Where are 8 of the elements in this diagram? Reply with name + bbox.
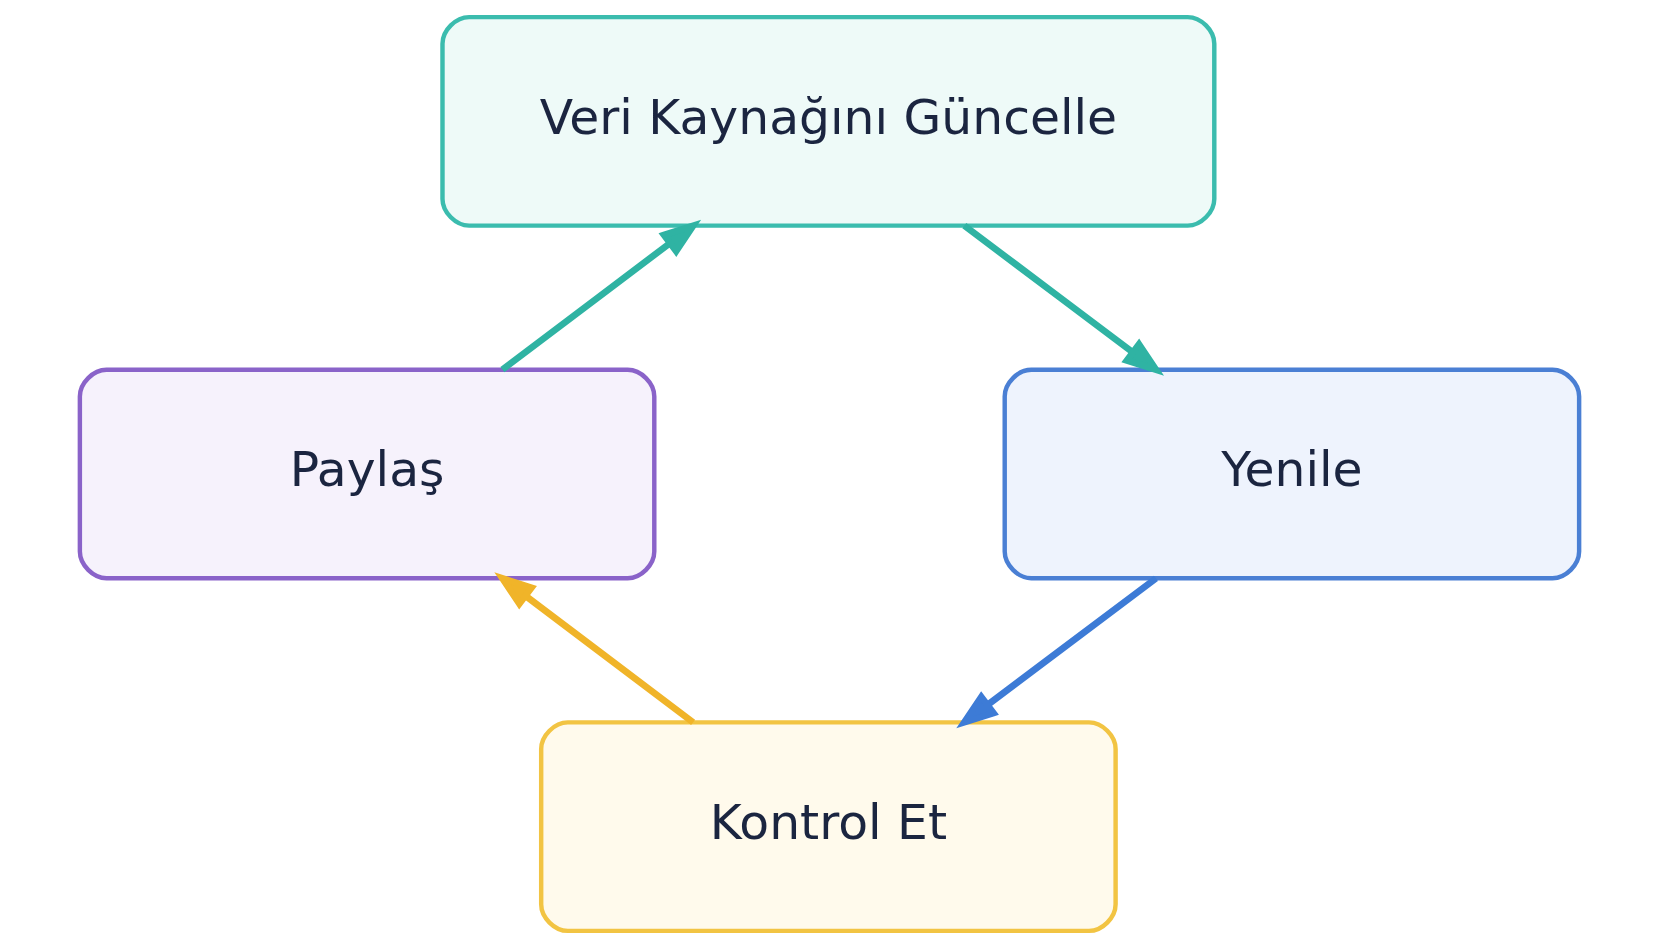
node-box: Yenile (1002, 367, 1582, 581)
node-box: Kontrol Et (538, 720, 1118, 934)
node-box: Paylaş (77, 367, 657, 581)
arrow (956, 575, 1158, 729)
arrow (500, 219, 702, 373)
arrow (962, 223, 1165, 376)
node-box: Veri Kaynağını Güncelle (440, 14, 1217, 228)
arrow (494, 572, 696, 725)
